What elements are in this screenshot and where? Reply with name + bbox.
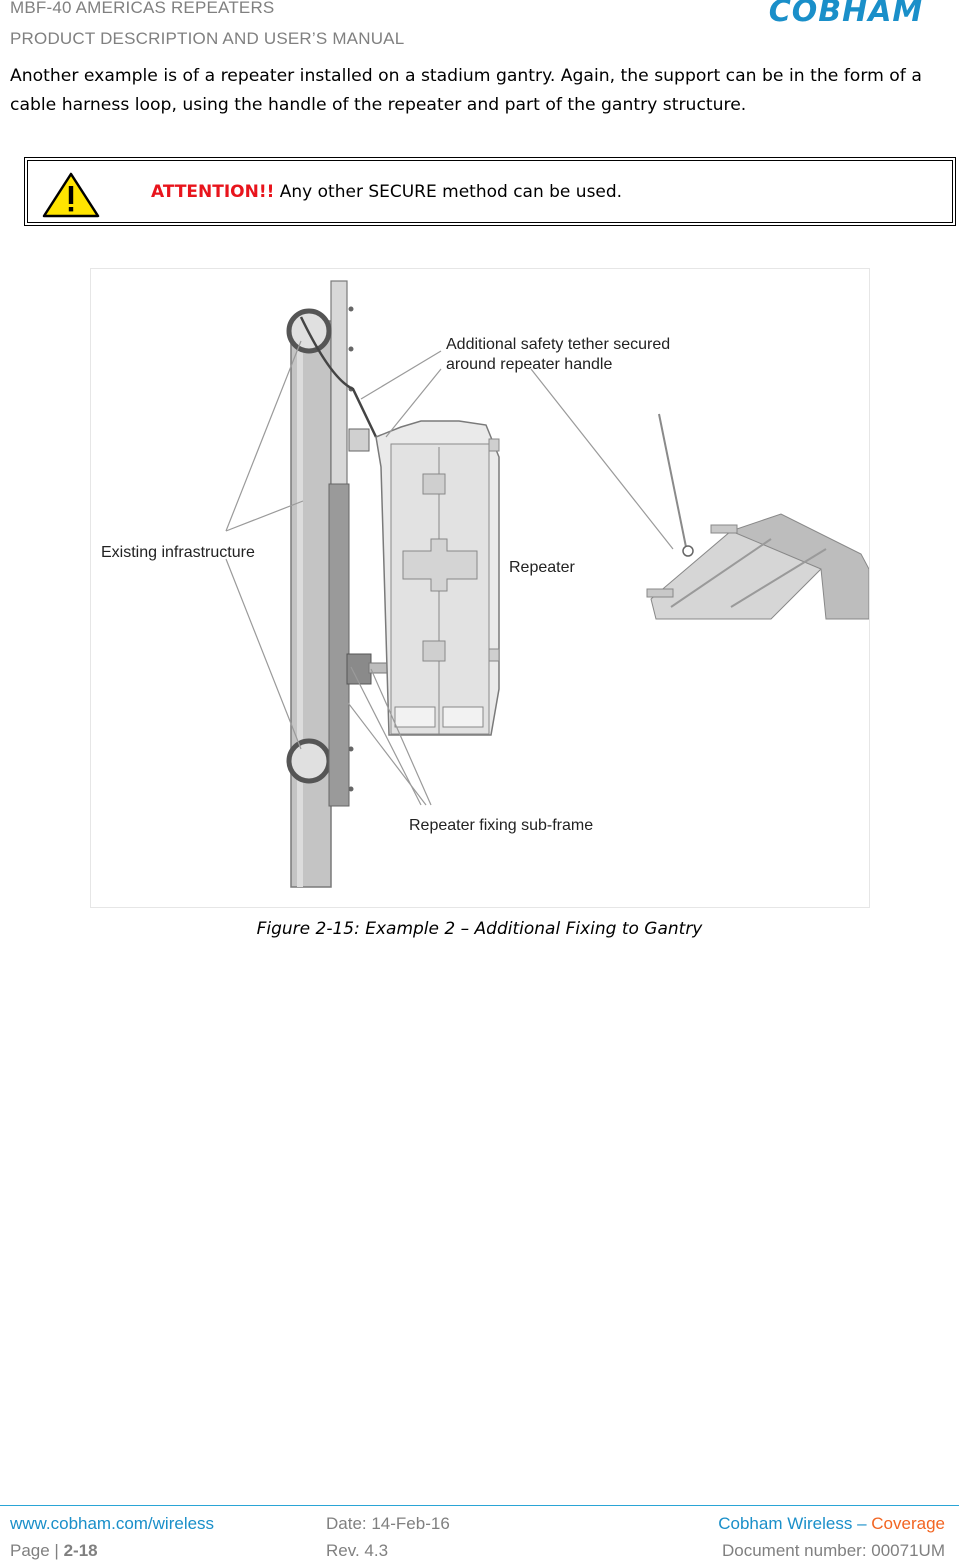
footer-coverage: Coverage [871, 1514, 945, 1533]
label-repeater: Repeater [509, 559, 575, 576]
fixing-sub-frame [328, 483, 350, 807]
footer-divider [0, 1505, 959, 1506]
safety-tether [299, 316, 378, 438]
footer-page-label: Page | [10, 1541, 64, 1560]
attention-label: ATTENTION!! [151, 182, 275, 202]
footer-page-number: Page | 2-18 [10, 1541, 98, 1561]
gantry-illustration: Additional safety tether secured around … [101, 280, 869, 888]
cobham-logo: COBHAM [769, 0, 924, 26]
footer-document-number: Document number: 00071UM [721, 1541, 945, 1560]
header-product-name: MBF-40 AMERICAS REPEATERS [10, 0, 275, 17]
svg-text:COBHAM: COBHAM [769, 0, 924, 26]
footer-date: Date: 14-Feb-16 [326, 1514, 450, 1533]
attention-box: ATTENTION!! Any other SECURE method can … [24, 157, 956, 226]
footer-company-name: Cobham Wireless – [718, 1514, 872, 1533]
repeater-perspective-view [646, 413, 869, 620]
attention-inner-border: ATTENTION!! Any other SECURE method can … [27, 160, 953, 223]
figure-caption: Figure 2-15: Example 2 – Additional Fixi… [256, 919, 703, 939]
callout-leader-lines [225, 340, 674, 806]
label-fixing-sub-frame: Repeater fixing sub-frame [409, 817, 593, 834]
attention-text: ATTENTION!! Any other SECURE method can … [151, 182, 622, 202]
bottom-cable-loop [286, 738, 332, 784]
footer-page-value: 2-18 [63, 1541, 98, 1560]
label-safety-tether-line1: Additional safety tether secured [446, 336, 670, 353]
header-manual-title: PRODUCT DESCRIPTION AND USER’S MANUAL [10, 29, 405, 48]
footer-revision: Rev. 4.3 [326, 1541, 389, 1560]
label-existing-infrastructure: Existing infrastructure [101, 544, 255, 561]
intro-paragraph: Another example is of a repeater install… [10, 66, 922, 115]
attention-message: Any other SECURE method can be used. [274, 182, 623, 202]
pole-highlight [297, 321, 303, 887]
pole-bracket-plate [330, 280, 348, 496]
gantry-fixing-figure: Additional safety tether secured around … [90, 268, 870, 908]
footer-website-link[interactable]: www.cobham.com/wireless [10, 1514, 215, 1533]
warning-triangle-icon [42, 172, 100, 218]
footer-company: Cobham Wireless – Coverage [718, 1514, 945, 1534]
label-safety-tether-line2: around repeater handle [446, 356, 612, 373]
